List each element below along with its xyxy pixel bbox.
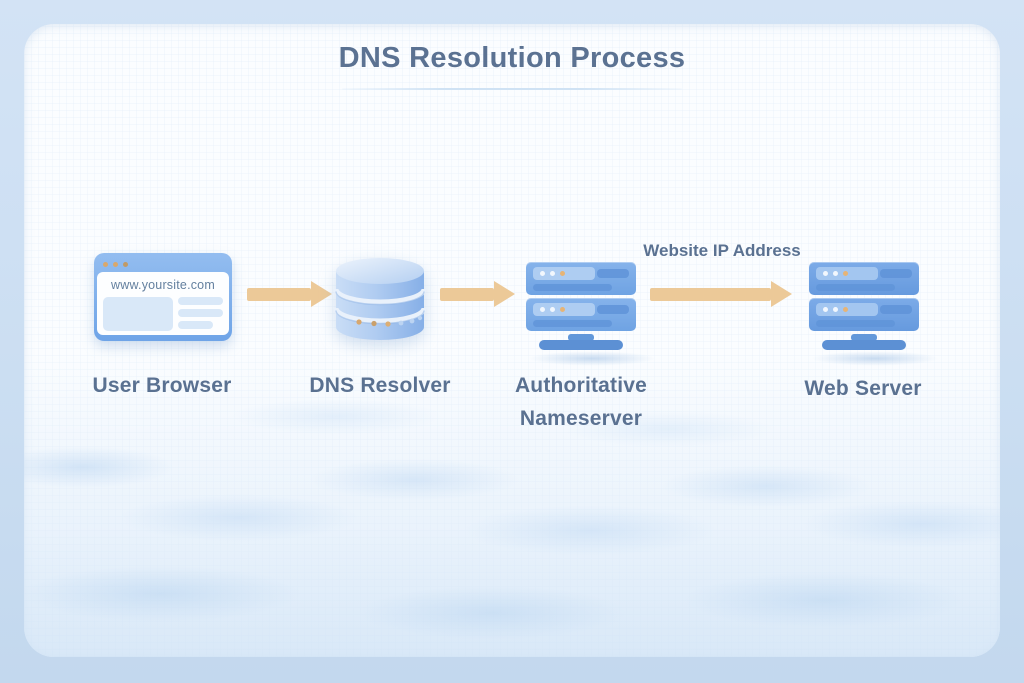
browser-window-icon: www.yoursite.com [94, 253, 232, 341]
flow-arrow-2 [440, 281, 515, 307]
server-slot [880, 305, 912, 314]
database-cylinder-icon [334, 256, 426, 344]
server-vent [533, 284, 612, 291]
server-stand-base [539, 340, 623, 350]
browser-content [103, 297, 223, 331]
window-control-dot [123, 261, 128, 267]
arrow-head [771, 281, 792, 307]
server-unit [526, 262, 636, 295]
content-line [177, 297, 223, 305]
led-indicator [540, 271, 545, 276]
flow-arrow-1 [247, 281, 332, 307]
arrow-shaft [247, 287, 311, 301]
window-control-dot [103, 261, 108, 267]
led-indicator [540, 307, 545, 312]
server-panel [816, 267, 878, 280]
server-panel [533, 303, 595, 316]
content-line [177, 309, 223, 317]
led-indicator [833, 271, 838, 276]
server-shadow [526, 351, 658, 366]
arrow-head [311, 281, 332, 307]
led-indicator [823, 307, 828, 312]
node-label-authoritative-nameserver: Authoritative Nameserver [514, 374, 648, 430]
server-shadow [809, 351, 941, 366]
led-indicator [550, 307, 555, 312]
server-panel [533, 267, 595, 280]
server-unit [809, 262, 919, 295]
led-indicator [560, 307, 565, 312]
server-vent [816, 320, 895, 327]
server-slot [880, 269, 912, 278]
arrow-shaft [440, 287, 494, 301]
server-vent [533, 320, 612, 327]
rack-server-icon [526, 262, 658, 366]
led-indicator [833, 307, 838, 312]
browser-page: www.yoursite.com [97, 272, 229, 335]
browser-url-text: www.yoursite.com [111, 278, 215, 292]
node-label-user-browser: User Browser [92, 374, 232, 397]
rack-server-icon [809, 262, 941, 366]
server-panel [816, 303, 878, 316]
browser-titlebar [97, 256, 229, 272]
led-indicator [843, 307, 848, 312]
led-indicator [550, 271, 555, 276]
window-control-dot [113, 261, 118, 267]
content-block [103, 297, 173, 331]
led-indicator [823, 271, 828, 276]
node-label-web-server: Web Server [804, 377, 922, 400]
server-unit [809, 298, 919, 331]
content-lines [177, 297, 223, 331]
content-line [177, 321, 214, 329]
server-unit [526, 298, 636, 331]
arrow-head [494, 281, 515, 307]
server-stand-base [822, 340, 906, 350]
server-vent [816, 284, 895, 291]
server-slot [597, 269, 629, 278]
arrow-shaft [650, 287, 771, 301]
server-stand-neck [568, 334, 594, 341]
edge-label-website-ip: Website IP Address [643, 241, 801, 260]
server-slot [597, 305, 629, 314]
server-stand-neck [851, 334, 877, 341]
led-indicator [843, 271, 848, 276]
node-label-dns-resolver: DNS Resolver [309, 374, 451, 397]
title-divider [342, 88, 682, 90]
page-title: DNS Resolution Process [338, 42, 686, 74]
led-indicator [560, 271, 565, 276]
flow-arrow-3 [650, 281, 792, 307]
